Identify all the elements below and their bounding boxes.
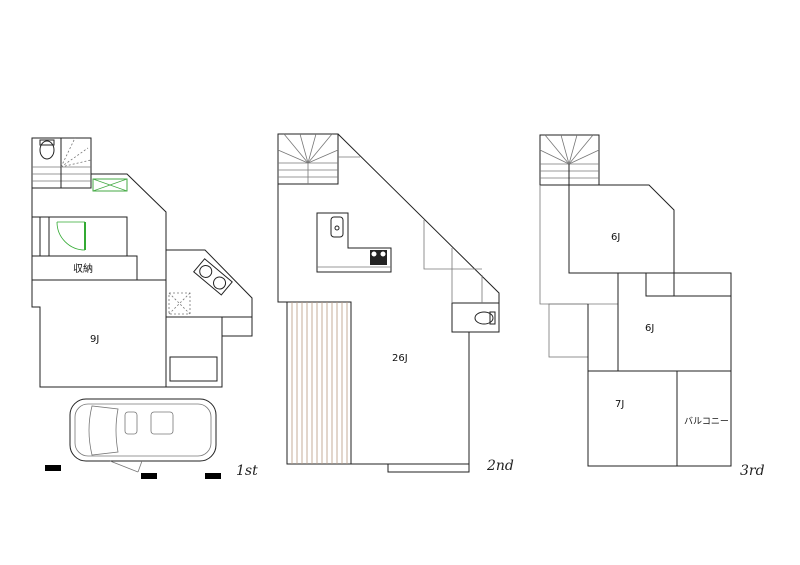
door: [56, 221, 86, 251]
room-7j: [587, 370, 678, 467]
room-label: 9J: [90, 334, 99, 345]
closet: [31, 216, 128, 257]
floor-2nd: 26J 2nd: [277, 133, 514, 474]
staircase: [277, 133, 360, 185]
floor-3rd: 6J 6J 7J バルコニー 3rd: [539, 134, 765, 479]
toilet-icon: [39, 139, 55, 160]
toilet-icon: [474, 311, 496, 325]
parking-marker: [45, 465, 61, 471]
bathtub: [169, 356, 218, 382]
parking-marker: [141, 473, 157, 479]
sink-icon: [193, 258, 233, 296]
floor-label: 3rd: [740, 463, 765, 479]
room-label: バルコニー: [684, 416, 729, 427]
floor-1st: 9J 収納 1st: [31, 137, 258, 479]
room-label: 収納: [73, 262, 93, 275]
car-icon: [69, 398, 217, 473]
toilet-room: [451, 302, 500, 333]
staircase: [31, 137, 92, 189]
sink-icon: [330, 216, 344, 238]
window-icon: [92, 178, 128, 192]
room-label: 7J: [615, 399, 624, 410]
floor-label: 2nd: [486, 458, 514, 474]
parking-marker: [205, 473, 221, 479]
outer-walls: [31, 173, 253, 388]
floor-label: 1st: [236, 463, 258, 479]
room-label: 26J: [392, 353, 408, 364]
deck: [286, 301, 352, 465]
outer-walls: [540, 184, 675, 296]
kitchen-counter: [316, 212, 392, 273]
room-label: 6J: [645, 323, 654, 334]
room-label: 6J: [611, 232, 620, 243]
balcony: [676, 370, 732, 467]
washing-machine-icon: [168, 292, 191, 315]
